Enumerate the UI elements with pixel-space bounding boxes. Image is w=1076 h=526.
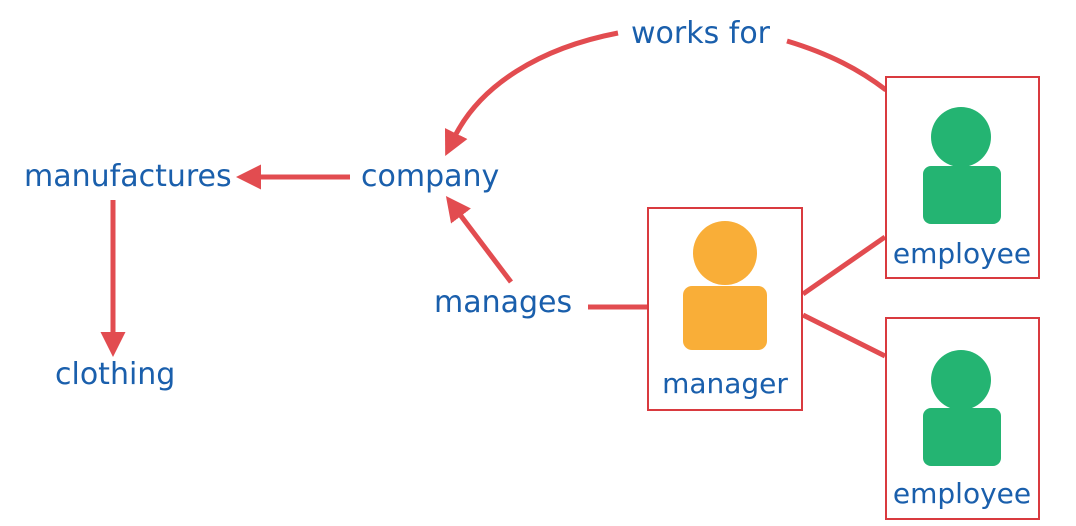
node-manufactures: manufactures bbox=[24, 159, 232, 194]
node-company: company bbox=[361, 159, 499, 194]
manager-label: manager bbox=[662, 367, 788, 400]
node-clothing: clothing bbox=[55, 357, 175, 392]
employee-label-2: employee bbox=[893, 477, 1031, 510]
manager-node: manager bbox=[647, 207, 803, 411]
edge-employee-to-works-for bbox=[786, 38, 888, 92]
person-icon bbox=[923, 107, 1001, 224]
person-icon bbox=[683, 221, 767, 350]
node-manages: manages bbox=[434, 285, 572, 320]
edge-works-for-to-company bbox=[444, 30, 619, 156]
person-icon bbox=[923, 350, 1001, 466]
employee-label-1: employee bbox=[893, 237, 1031, 270]
edge-manager-to-employee-2 bbox=[801, 312, 887, 359]
edge-manager-to-employee-1 bbox=[801, 234, 887, 297]
node-works-for: works for bbox=[631, 16, 771, 51]
employee-node-2: employee bbox=[885, 317, 1040, 520]
employee-node-1: employee bbox=[885, 76, 1040, 279]
edge-manages-to-company bbox=[445, 196, 513, 284]
